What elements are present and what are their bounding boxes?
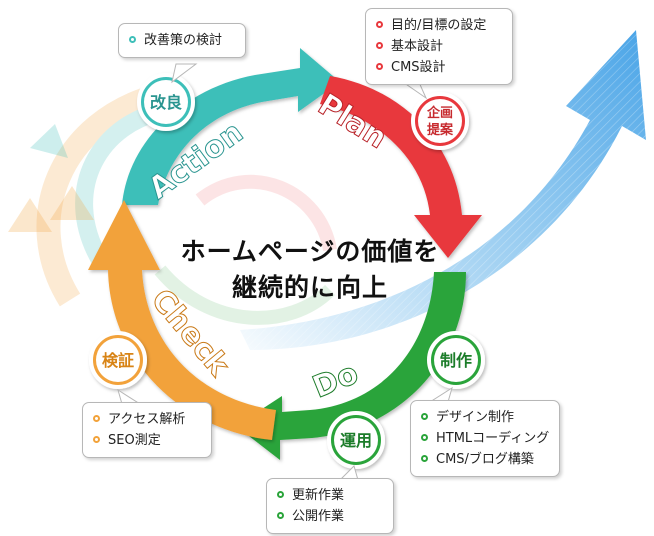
action-item-1: 改善策の検討 [129, 30, 235, 51]
badge-verify: 検証 [89, 331, 147, 389]
do-arc [236, 272, 466, 460]
badge-produce-label: 制作 [440, 351, 472, 370]
faded-left-arrowheads [8, 124, 94, 232]
operate-item-2: 公開作業 [277, 506, 383, 527]
badge-verify-label: 検証 [102, 351, 134, 370]
operate-bubble: 更新作業 公開作業 [266, 478, 394, 534]
check-item-2: SEO測定 [93, 430, 201, 451]
produce-item-2: HTMLコーディング [421, 428, 549, 449]
plan-bubble: 目的/目標の設定 基本設計 CMS設計 [365, 8, 513, 85]
center-title-line1: ホームページの価値を [180, 237, 440, 266]
badge-improve: 改良 [137, 73, 195, 131]
badge-operate-label: 運用 [340, 431, 372, 450]
do-word: Do [308, 356, 363, 406]
plan-item-1: 目的/目標の設定 [376, 15, 502, 36]
check-item-1: アクセス解析 [93, 409, 201, 430]
produce-item-3: CMS/ブログ構築 [421, 449, 549, 470]
badge-plan-line2: 提案 [427, 122, 454, 138]
plan-item-2: 基本設計 [376, 36, 502, 57]
plan-item-3: CMS設計 [376, 57, 502, 78]
check-bubble: アクセス解析 SEO測定 [82, 402, 212, 458]
plan-arc [320, 76, 482, 258]
badge-improve-label: 改良 [150, 93, 182, 112]
badge-plan-line1: 企画 [426, 105, 453, 121]
center-title-line2: 継続的に向上 [231, 273, 388, 302]
action-arc [122, 48, 340, 205]
badge-plan: 企画 提案 [411, 92, 469, 150]
operate-item-1: 更新作業 [277, 485, 383, 506]
badge-operate: 運用 [327, 411, 385, 469]
badge-produce: 制作 [427, 331, 485, 389]
produce-item-1: デザイン制作 [421, 407, 549, 428]
center-title: ホームページの価値を 継続的に向上 [150, 234, 470, 306]
check-arc [88, 200, 276, 440]
action-bubble: 改善策の検討 [118, 23, 246, 58]
produce-bubble: デザイン制作 HTMLコーディング CMS/ブログ構築 [410, 400, 560, 477]
